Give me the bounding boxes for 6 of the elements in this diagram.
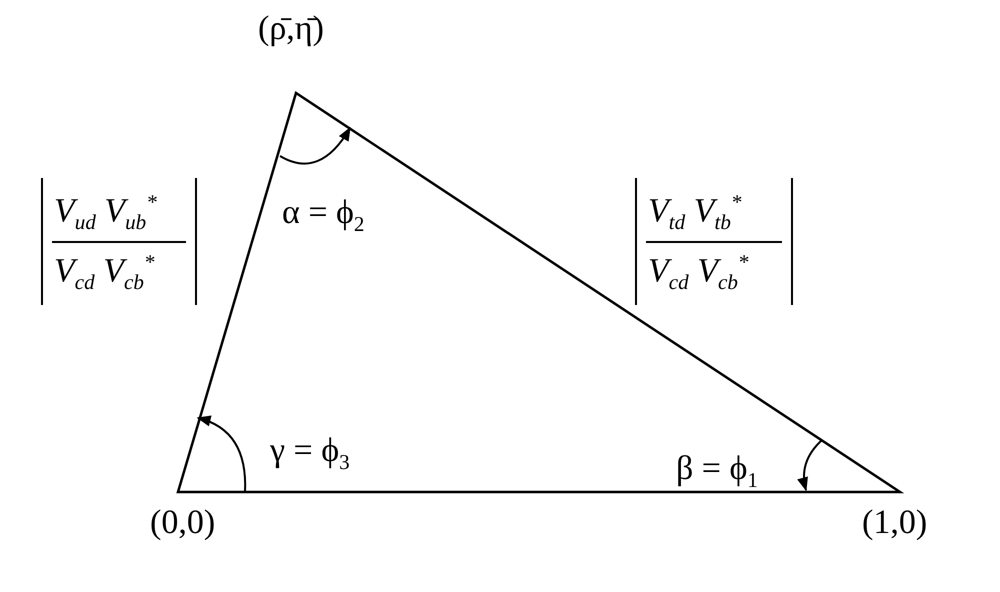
point-label: (0,0) [150,506,216,540]
point-label: (ρ̄,η̄) [258,12,324,46]
angle-label: α = ϕ$_{2}$ [282,196,364,235]
angle-label: γ = ϕ$_{3}$ [270,434,350,473]
angle-label: β = ϕ$_{1}$ [676,452,758,491]
point-label: (1,0) [862,506,928,540]
